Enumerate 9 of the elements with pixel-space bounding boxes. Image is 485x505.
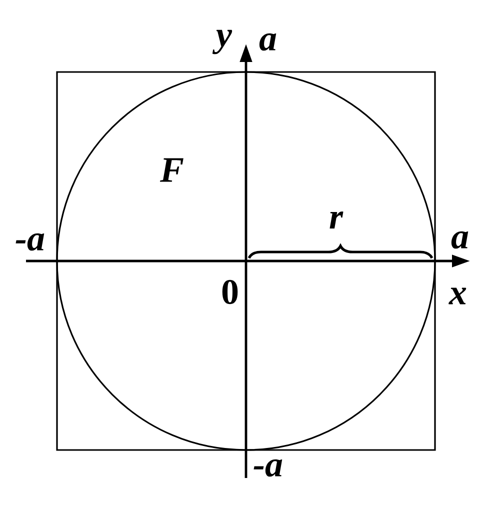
axis-label: x (448, 288, 466, 304)
axis-label: r (330, 212, 344, 228)
axis-label: 0 (222, 280, 238, 304)
axis-label: F (160, 158, 184, 182)
axis-label: y (212, 30, 232, 54)
axis-label: -a (254, 459, 282, 477)
axis-label: -a (16, 233, 44, 251)
axis-label: a (451, 231, 468, 249)
axis-label: a (259, 33, 276, 51)
